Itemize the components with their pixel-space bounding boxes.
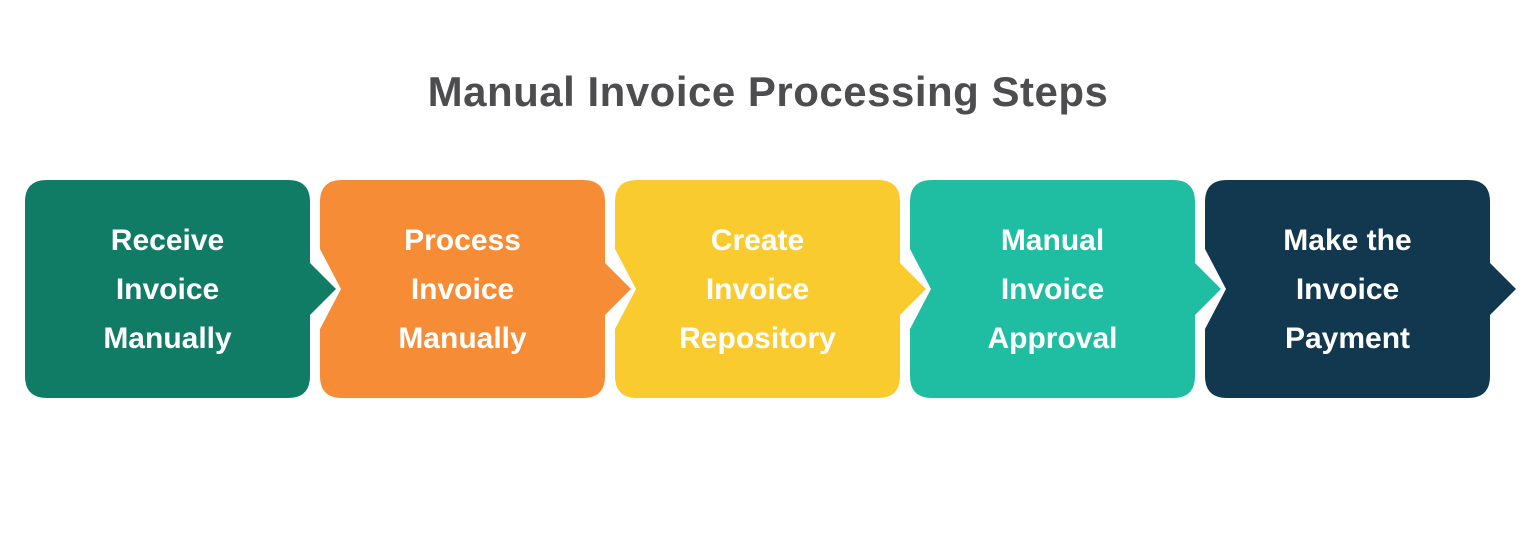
step-label: Receive Invoice Manually xyxy=(103,223,232,355)
step-label: Manual Invoice Approval xyxy=(987,223,1118,355)
arrow-box-shape xyxy=(320,180,631,398)
step-label: Create Invoice Repository xyxy=(679,223,836,355)
arrow-box-shape xyxy=(910,180,1221,398)
process-step-3: Create Invoice Repository xyxy=(615,180,926,398)
process-step-4: Manual Invoice Approval xyxy=(910,180,1221,398)
arrow-box-shape xyxy=(615,180,926,398)
process-step-1: Receive Invoice Manually xyxy=(25,180,336,398)
step-label: Make the Invoice Payment xyxy=(1283,223,1412,355)
arrow-box-shape xyxy=(1205,180,1516,398)
arrow-box-shape xyxy=(25,180,336,398)
diagram-title: Manual Invoice Processing Steps xyxy=(427,68,1109,115)
process-step-5: Make the Invoice Payment xyxy=(1205,180,1516,398)
process-step-2: Process Invoice Manually xyxy=(320,180,631,398)
step-label: Process Invoice Manually xyxy=(398,223,527,355)
